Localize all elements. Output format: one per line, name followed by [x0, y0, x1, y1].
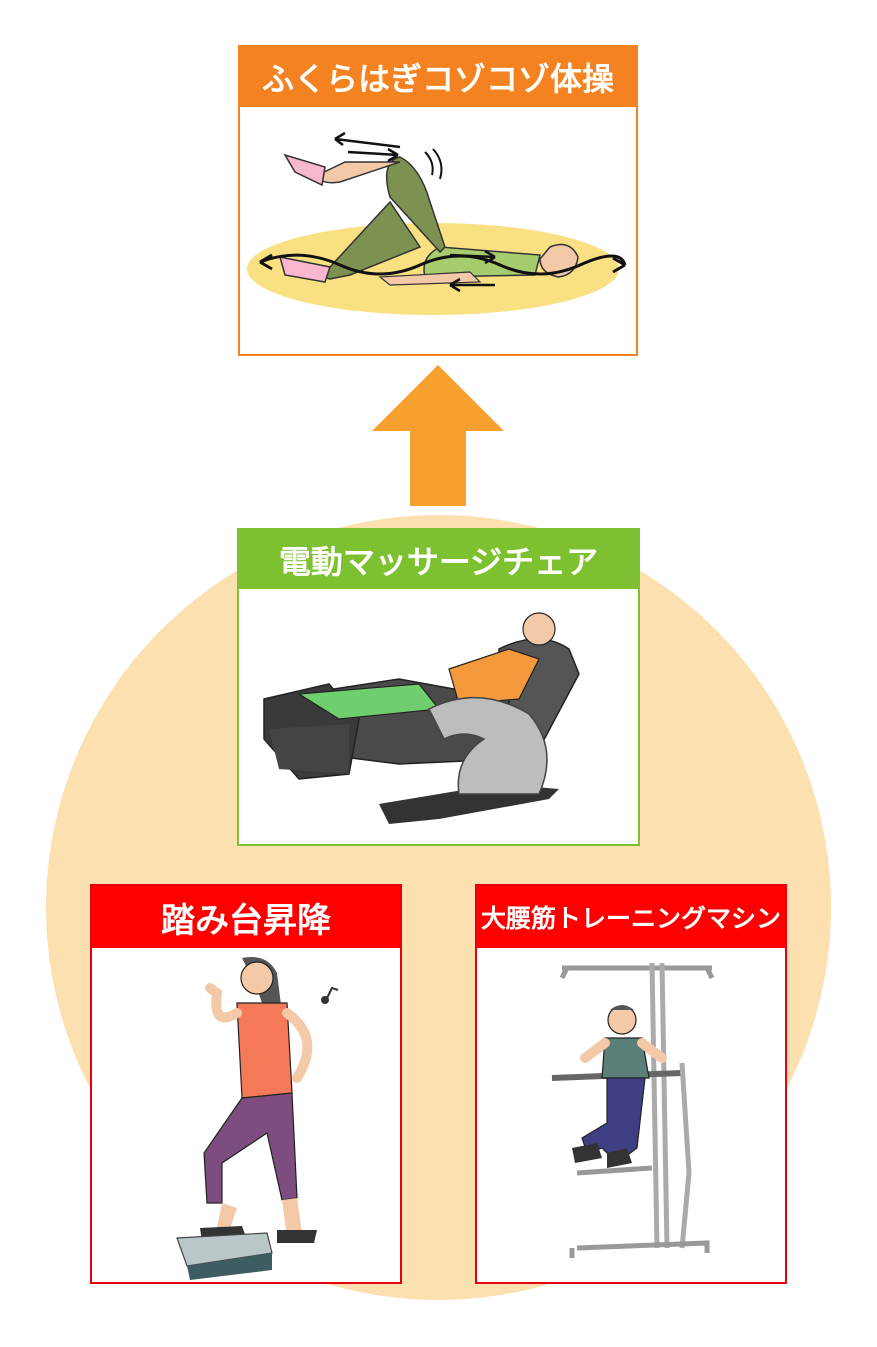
calf-exercise-card: ふくらはぎコゾコゾ体操 — [238, 45, 638, 356]
step-exercise-title: 踏み台昇降 — [92, 886, 400, 948]
massage-chair-title: 電動マッサージチェア — [239, 530, 638, 589]
psoas-machine-card: 大腰筋トレーニングマシン — [475, 884, 787, 1284]
massage-chair-card: 電動マッサージチェア — [237, 528, 640, 846]
leg-exercise-illustration — [240, 107, 636, 354]
step-exercise-card: 踏み台昇降 — [90, 884, 402, 1284]
step-exercise-illustration — [92, 948, 400, 1282]
psoas-machine-title: 大腰筋トレーニングマシン — [477, 886, 785, 948]
training-machine-illustration — [477, 948, 785, 1282]
calf-exercise-title: ふくらはぎコゾコゾ体操 — [240, 47, 636, 107]
massage-chair-illustration — [239, 589, 638, 844]
up-arrow-icon — [372, 365, 504, 506]
